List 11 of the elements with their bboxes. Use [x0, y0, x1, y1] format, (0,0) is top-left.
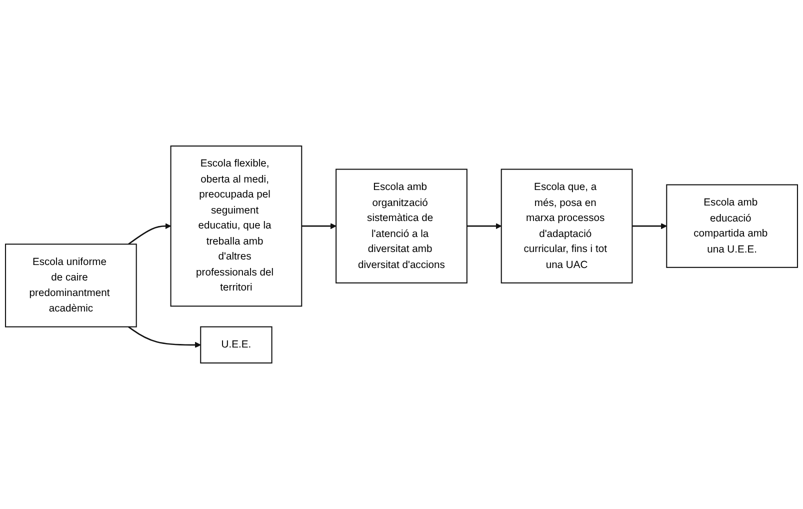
node-box: Escola uniforme de caire predominantment acadèmic: [5, 244, 137, 328]
arrow: [128, 223, 172, 245]
arrow: [632, 223, 667, 230]
node-box: Escola flexible, oberta al medi, preocupada pel seguiment educatiu, que la treballa amb d'altres professionals del territori: [170, 146, 302, 307]
arrow: [302, 223, 336, 230]
node-box: Escola amb educació compartida amb una U.E.E.: [666, 184, 798, 268]
arrow: [128, 326, 201, 348]
node-box: U.E.E.: [200, 326, 272, 364]
node-box: Escola amb organització sistemàtica de l'atenció a la diversitat amb diversitat d'accions: [336, 168, 468, 284]
arrow: [466, 223, 502, 230]
node-box: Escola que, a més, posa en marxa processos d'adaptació curricular, fins i tot una UAC: [500, 168, 633, 284]
